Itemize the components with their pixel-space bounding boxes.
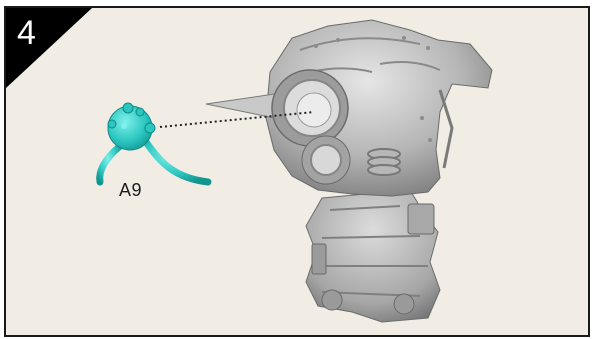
part-label: A9: [119, 180, 142, 201]
part-a9-tube: [100, 146, 120, 182]
part-a9: [100, 103, 208, 182]
robot-model: [206, 20, 492, 322]
